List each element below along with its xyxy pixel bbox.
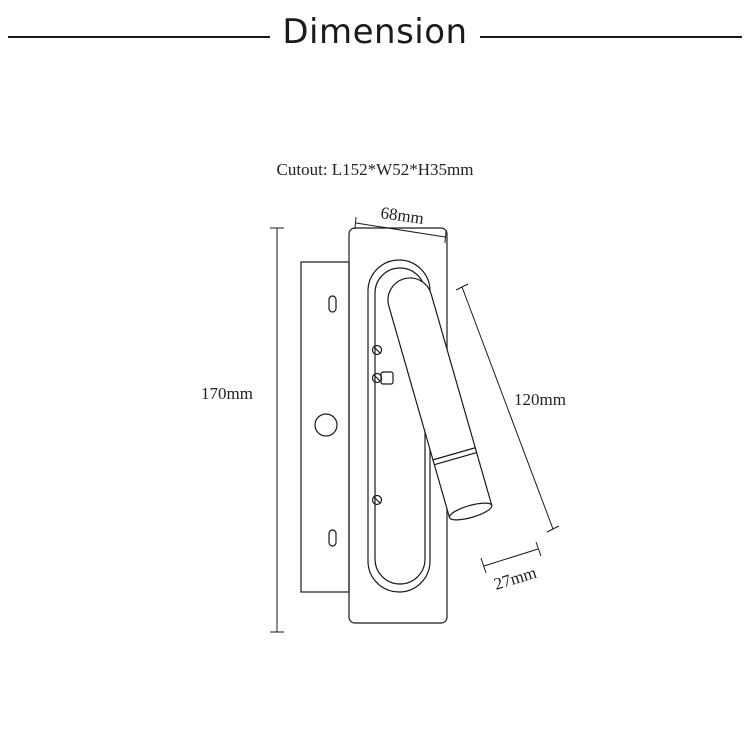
screw-3 [371,494,383,506]
switch-knob [380,371,394,385]
header-rule-left [8,36,270,38]
slot-bottom [328,529,337,547]
dim-120-label: 120mm [514,390,566,409]
dim-27-line [483,548,539,567]
cutout-spec: Cutout: L152*W52*H35mm [276,160,474,179]
screw-1 [371,344,383,356]
dim-68-label: 68mm [379,203,425,228]
dim-120-line [461,286,554,530]
header-rule-right [480,36,742,38]
lamp-arm [387,277,493,519]
dim-27-label: 27mm [492,563,539,594]
lamp-head-face [448,502,493,521]
back-box [300,261,350,593]
cable-hole [314,413,338,437]
dim-68-line [355,222,446,238]
page-title: Dimension [282,12,468,52]
slot-top [328,295,337,313]
dim-170-label: 170mm [201,384,253,403]
lamp-head-joint [432,447,476,461]
